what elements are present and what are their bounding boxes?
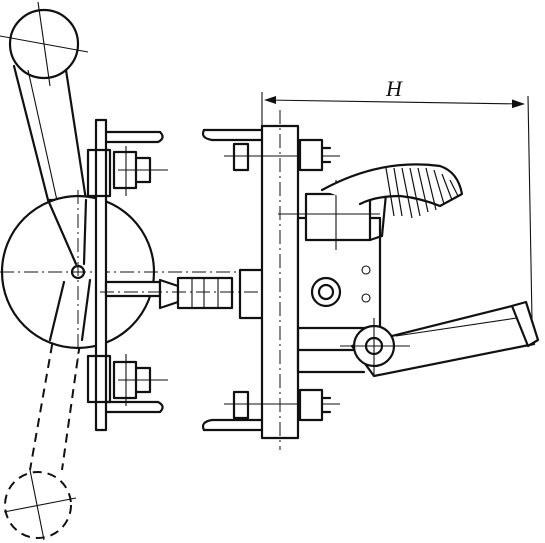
lever-handle-lower-phantom xyxy=(3,299,87,541)
cutter-block xyxy=(278,180,388,250)
dimension-h-label: H xyxy=(385,76,403,101)
rotary-disk xyxy=(0,190,250,360)
connecting-shaft xyxy=(100,268,350,320)
left-support-bracket xyxy=(86,118,168,432)
grinding-wheel-section xyxy=(320,163,464,219)
right-lever-arm xyxy=(340,300,540,378)
dimension-h: H xyxy=(261,76,533,321)
